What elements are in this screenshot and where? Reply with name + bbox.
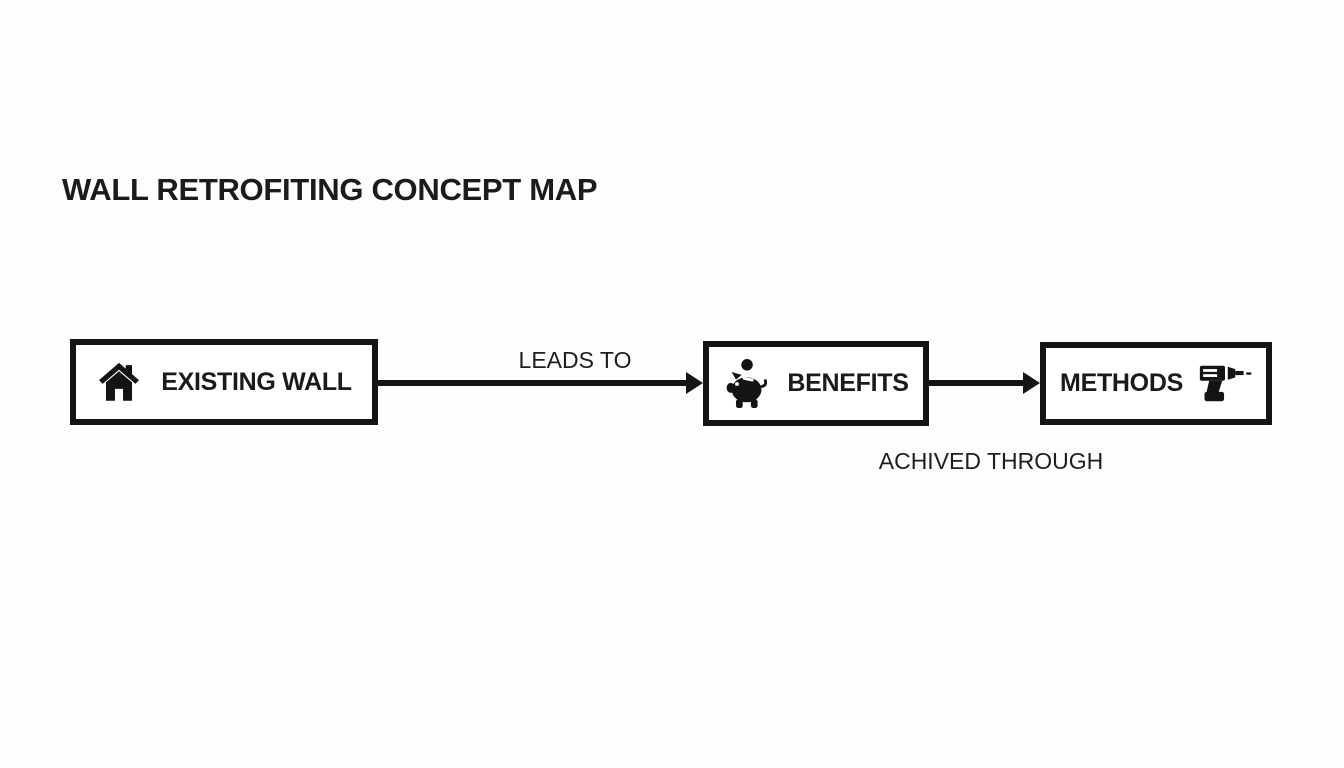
edge-line-leads-to bbox=[377, 380, 689, 386]
arrowhead-leads-to-icon bbox=[686, 372, 703, 394]
node-label-existing-wall: EXISTING WALL bbox=[161, 367, 352, 396]
arrowhead-achived-through-icon bbox=[1023, 372, 1040, 394]
edge-label-achived-through: ACHIVED THROUGH bbox=[878, 448, 1104, 474]
node-existing-wall: EXISTING WALL bbox=[70, 339, 378, 425]
edge-line-achived-through bbox=[927, 380, 1026, 386]
power-drill-icon bbox=[1199, 365, 1252, 402]
node-label-methods: METHODS bbox=[1060, 369, 1183, 397]
node-methods: METHODS bbox=[1040, 342, 1272, 425]
node-label-benefits: BENEFITS bbox=[787, 369, 909, 397]
edge-label-leads-to: LEADS TO bbox=[518, 347, 632, 373]
piggy-bank-coin-icon bbox=[727, 358, 768, 408]
page-title: WALL RETROFITING CONCEPT MAP bbox=[62, 172, 598, 207]
node-benefits: BENEFITS bbox=[703, 341, 929, 426]
house-icon bbox=[99, 362, 140, 401]
